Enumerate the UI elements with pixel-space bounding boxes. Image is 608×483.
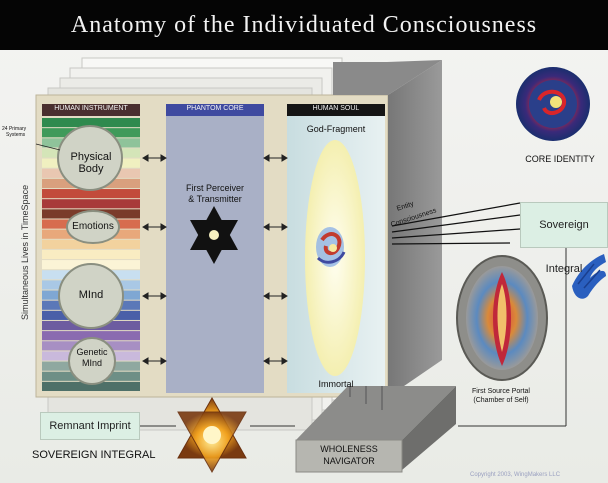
first-source-portal-emblem [456, 255, 548, 381]
phantom-core-title: PHANTOM CORE [186, 105, 244, 112]
page-title: Anatomy of the Individuated Consciousnes… [70, 12, 538, 38]
god-fragment-label: God-Fragment [306, 124, 366, 134]
wholeness-navigator-block [295, 386, 456, 473]
human-instrument-title: HUMAN INSTRUMENT [54, 105, 128, 112]
sovereign-integral-caption: SOVEREIGN INTEGRAL [32, 449, 156, 461]
instrument-stripe [42, 118, 140, 128]
first-source-portal-label: First Source Portal [472, 388, 530, 395]
simultaneous-lives-label: Simultaneous Lives in TimeSpace [20, 184, 30, 320]
instrument-stripe [42, 199, 140, 209]
sovereign-integral-box: Sovereign Integral [520, 202, 608, 275]
emotions-label: Emotions [72, 221, 114, 232]
instrument-stripe [42, 381, 140, 391]
instrument-stripe [42, 249, 140, 260]
god-fragment-swirl [316, 227, 346, 267]
remnant-imprint-box: Remnant Imprint [40, 412, 140, 440]
right-connectors [140, 246, 567, 427]
instrument-stripe [42, 331, 140, 341]
human-instrument-header [42, 104, 140, 116]
connection-arrows [142, 154, 288, 365]
first-perceiver-label: First Perceiver [185, 183, 244, 193]
core-identity-emblem [516, 67, 590, 141]
primary-systems-label: 24 Primary [2, 126, 27, 132]
mind-circle [58, 263, 124, 329]
chamber-of-self-label: (Chamber of Self) [473, 397, 529, 404]
instrument-stripe [42, 189, 140, 199]
copyright-text: Copyright 2003, WingMakers LLC [470, 472, 561, 478]
core-identity-label: CORE IDENTITY [525, 154, 595, 164]
hand-icon [572, 254, 606, 299]
instrument-stripe [42, 239, 140, 249]
primary-systems-pointer [35, 143, 61, 151]
navigator-label: NAVIGATOR [323, 456, 375, 466]
immortal-label: Immortal [318, 379, 354, 389]
emotions-oval [66, 210, 120, 244]
merkaba-star-icon [177, 396, 247, 474]
genetic-mind-circle [68, 337, 116, 385]
genetic-mind-label: MInd [81, 358, 102, 368]
transmitter-label: & Transmitter [188, 194, 242, 204]
physical-body-label: Physical Body [70, 151, 112, 175]
wholeness-label: WHOLENESS [320, 444, 378, 454]
mind-label: MInd [78, 289, 104, 301]
star-of-david-icon [190, 206, 238, 264]
primary-systems-label-2: Systems [6, 132, 26, 138]
human-soul-header [287, 104, 385, 116]
physical-body-circle [57, 125, 123, 191]
entity-lines [391, 202, 521, 245]
phantom-core-header [166, 104, 264, 116]
genetic-label: Genetic [76, 347, 108, 357]
title-bar [0, 0, 608, 50]
human-soul-title: HUMAN SOUL [312, 105, 360, 112]
